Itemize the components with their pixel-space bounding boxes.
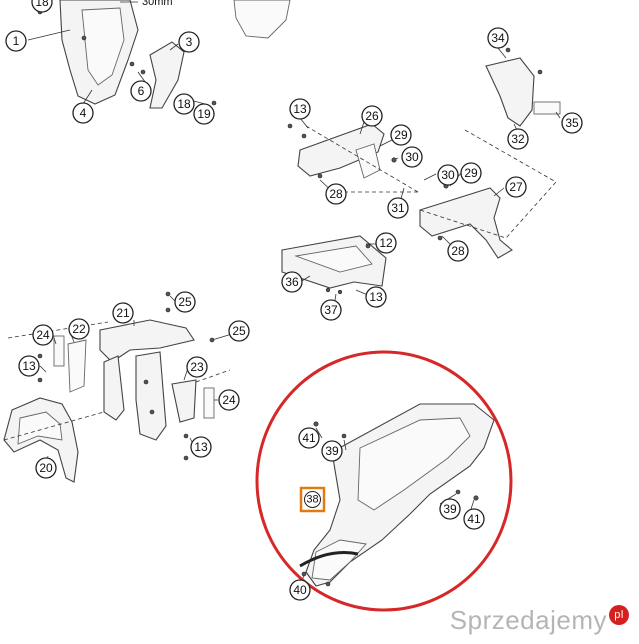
callout-32[interactable]: 32 <box>507 128 529 150</box>
callout-25-b[interactable]: 25 <box>228 320 250 342</box>
svg-text:4: 4 <box>80 106 87 120</box>
callout-40[interactable]: 40 <box>289 579 311 601</box>
callout-25-a[interactable]: 25 <box>174 291 196 313</box>
svg-text:25: 25 <box>178 295 192 309</box>
svg-text:39: 39 <box>443 502 457 516</box>
svg-text:32: 32 <box>511 132 525 146</box>
callout-28-a[interactable]: 28 <box>325 183 347 205</box>
part-license-bracket <box>485 57 561 127</box>
callout-20[interactable]: 20 <box>35 457 57 479</box>
svg-text:18: 18 <box>177 97 191 111</box>
callout-37[interactable]: 37 <box>320 299 342 321</box>
callout-39-a[interactable]: 39 <box>321 440 343 462</box>
svg-text:41: 41 <box>467 512 481 526</box>
svg-text:6: 6 <box>138 84 145 98</box>
callout-13-b[interactable]: 13 <box>365 286 387 308</box>
svg-text:31: 31 <box>391 201 405 215</box>
svg-text:30: 30 <box>441 168 455 182</box>
highlight-ellipse <box>255 350 513 612</box>
callout-24-b[interactable]: 24 <box>218 389 240 411</box>
callout-26[interactable]: 26 <box>361 105 383 127</box>
svg-text:3: 3 <box>186 35 193 49</box>
callout-13-c[interactable]: 13 <box>18 355 40 377</box>
svg-text:23: 23 <box>190 360 204 374</box>
svg-text:20: 20 <box>39 461 53 475</box>
watermark-text: Sprzedajemy <box>449 605 607 635</box>
callout-1[interactable]: 1 <box>5 30 27 52</box>
callout-38-selected[interactable]: 38 <box>299 486 326 513</box>
svg-text:28: 28 <box>451 244 465 258</box>
callout-36[interactable]: 36 <box>281 271 303 293</box>
callout-35[interactable]: 35 <box>561 112 583 134</box>
screws-top-right <box>287 47 543 295</box>
callout-13-a[interactable]: 13 <box>289 98 311 120</box>
callout-18[interactable]: 18 <box>173 93 195 115</box>
callout-23[interactable]: 23 <box>186 356 208 378</box>
part-rear-frame-left <box>297 123 385 179</box>
svg-text:38: 38 <box>306 494 318 506</box>
callout-24-a[interactable]: 24 <box>32 324 54 346</box>
callout-19[interactable]: 19 <box>193 103 215 125</box>
callout-29-b[interactable]: 29 <box>460 162 482 184</box>
screws-rear-tail <box>301 421 479 587</box>
callout-3[interactable]: 3 <box>178 31 200 53</box>
callout-41-b[interactable]: 41 <box>463 508 485 530</box>
part-front-fairing <box>3 397 79 483</box>
svg-text:36: 36 <box>285 275 299 289</box>
part-rear-tail-section <box>299 403 495 587</box>
svg-text:39: 39 <box>325 444 339 458</box>
callout-6[interactable]: 6 <box>130 80 152 102</box>
callout-4[interactable]: 4 <box>72 102 94 124</box>
part-front-fender <box>99 319 195 441</box>
watermark-badge: pl <box>609 605 629 625</box>
callout-41-a[interactable]: 41 <box>298 427 320 449</box>
svg-text:24: 24 <box>36 328 50 342</box>
callout-31[interactable]: 31 <box>387 197 409 219</box>
svg-text:1: 1 <box>13 34 20 48</box>
svg-text:22: 22 <box>72 322 86 336</box>
svg-text:29: 29 <box>464 166 478 180</box>
callout-12[interactable]: 12 <box>375 232 397 254</box>
part-headlight-mask <box>59 0 291 109</box>
svg-text:25: 25 <box>232 324 246 338</box>
svg-text:37: 37 <box>324 303 338 317</box>
svg-text:13: 13 <box>194 440 208 454</box>
callout-29-a[interactable]: 29 <box>390 124 412 146</box>
svg-text:24: 24 <box>222 393 236 407</box>
part-side-panels <box>53 335 215 423</box>
screws-middle-left <box>37 291 215 461</box>
svg-text:40: 40 <box>293 583 307 597</box>
callout-30-a[interactable]: 30 <box>401 146 423 168</box>
dashed-assembly-lines-middle-left <box>3 321 231 441</box>
svg-text:13: 13 <box>369 290 383 304</box>
svg-text:13: 13 <box>22 359 36 373</box>
svg-text:30: 30 <box>405 150 419 164</box>
svg-text:21: 21 <box>116 306 130 320</box>
callout-22[interactable]: 22 <box>68 318 90 340</box>
svg-text:19: 19 <box>197 107 211 121</box>
svg-text:27: 27 <box>509 180 523 194</box>
dimension-label: 30mm <box>142 0 173 8</box>
svg-text:28: 28 <box>329 187 343 201</box>
svg-text:26: 26 <box>365 109 379 123</box>
svg-text:41: 41 <box>302 431 316 445</box>
svg-text:12: 12 <box>379 236 393 250</box>
callout-18-top[interactable]: 18 <box>31 0 53 13</box>
svg-text:29: 29 <box>394 128 408 142</box>
callout-30-b[interactable]: 30 <box>437 164 459 186</box>
svg-text:35: 35 <box>565 116 579 130</box>
screws-top-left <box>37 9 217 106</box>
svg-text:13: 13 <box>293 102 307 116</box>
callout-21[interactable]: 21 <box>112 302 134 324</box>
svg-text:34: 34 <box>491 31 505 45</box>
callout-13-d[interactable]: 13 <box>190 436 212 458</box>
callout-27[interactable]: 27 <box>505 176 527 198</box>
callout-28-b[interactable]: 28 <box>447 240 469 262</box>
callout-34[interactable]: 34 <box>487 27 509 49</box>
callout-39-b[interactable]: 39 <box>439 498 461 520</box>
part-rear-frame-right <box>419 187 513 259</box>
svg-text:18: 18 <box>35 0 49 9</box>
